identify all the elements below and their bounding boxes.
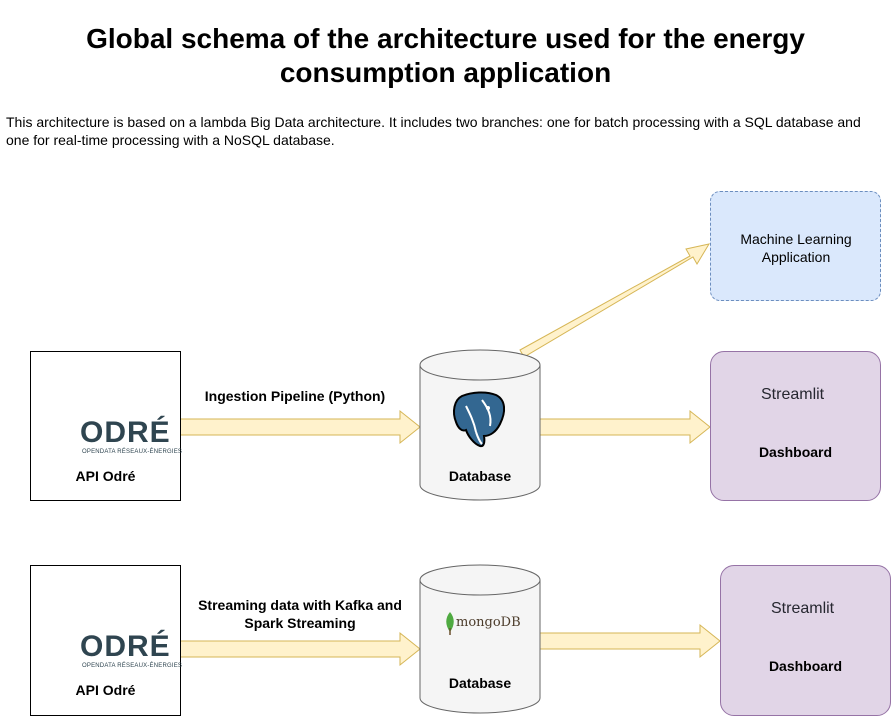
api-label: API Odré (75, 468, 136, 484)
streamlit-brand: Streamlit (771, 600, 835, 617)
arrow-ingestion (179, 409, 421, 445)
dashboard-box: Streamlit Dashboard (710, 351, 881, 501)
machine-learning-box: Machine Learning Application (710, 191, 881, 301)
api-label: API Odré (75, 682, 136, 698)
streamlit-brand: Streamlit (761, 386, 825, 403)
database-label: Database (448, 468, 512, 484)
mongodb-brand: mongoDB (456, 615, 521, 630)
api-odre-box-streaming: ODRÉ OPENDATA RÉSEAUX-ÉNERGIES API Odré (30, 565, 183, 716)
arrow-to-ml (519, 243, 711, 358)
odre-logo-subtitle: OPENDATA RÉSEAUX-ÉNERGIES (82, 449, 183, 455)
ingestion-pipeline-label: Ingestion Pipeline (Python) (204, 388, 386, 404)
page-title: Global schema of the architecture used f… (86, 23, 805, 88)
machine-learning-label: Machine Learning Application (740, 231, 852, 265)
dashboard-label: Dashboard (758, 444, 833, 460)
description: This architecture is based on a lambda B… (6, 114, 861, 148)
odre-logo-subtitle: OPENDATA RÉSEAUX-ÉNERGIES (82, 663, 183, 669)
arrow-to-dashboard-2 (539, 623, 721, 659)
dashboard-box-2: Streamlit Dashboard (720, 565, 891, 716)
database-cylinder-postgres (419, 349, 541, 501)
odre-logo: ODRÉ (80, 416, 171, 449)
streaming-pipeline-label: Streaming data with Kafka and Spark Stre… (198, 597, 402, 631)
dashboard-label: Dashboard (768, 658, 843, 674)
postgresql-elephant-icon (453, 391, 506, 448)
arrow-streaming (179, 631, 421, 667)
mongodb-leaf-icon (446, 612, 454, 635)
api-odre-box-batch: ODRÉ OPENDATA RÉSEAUX-ÉNERGIES API Odré (30, 351, 183, 501)
arrow-to-dashboard (539, 409, 711, 445)
database-label-2: Database (448, 675, 512, 691)
odre-logo: ODRÉ (80, 630, 171, 663)
